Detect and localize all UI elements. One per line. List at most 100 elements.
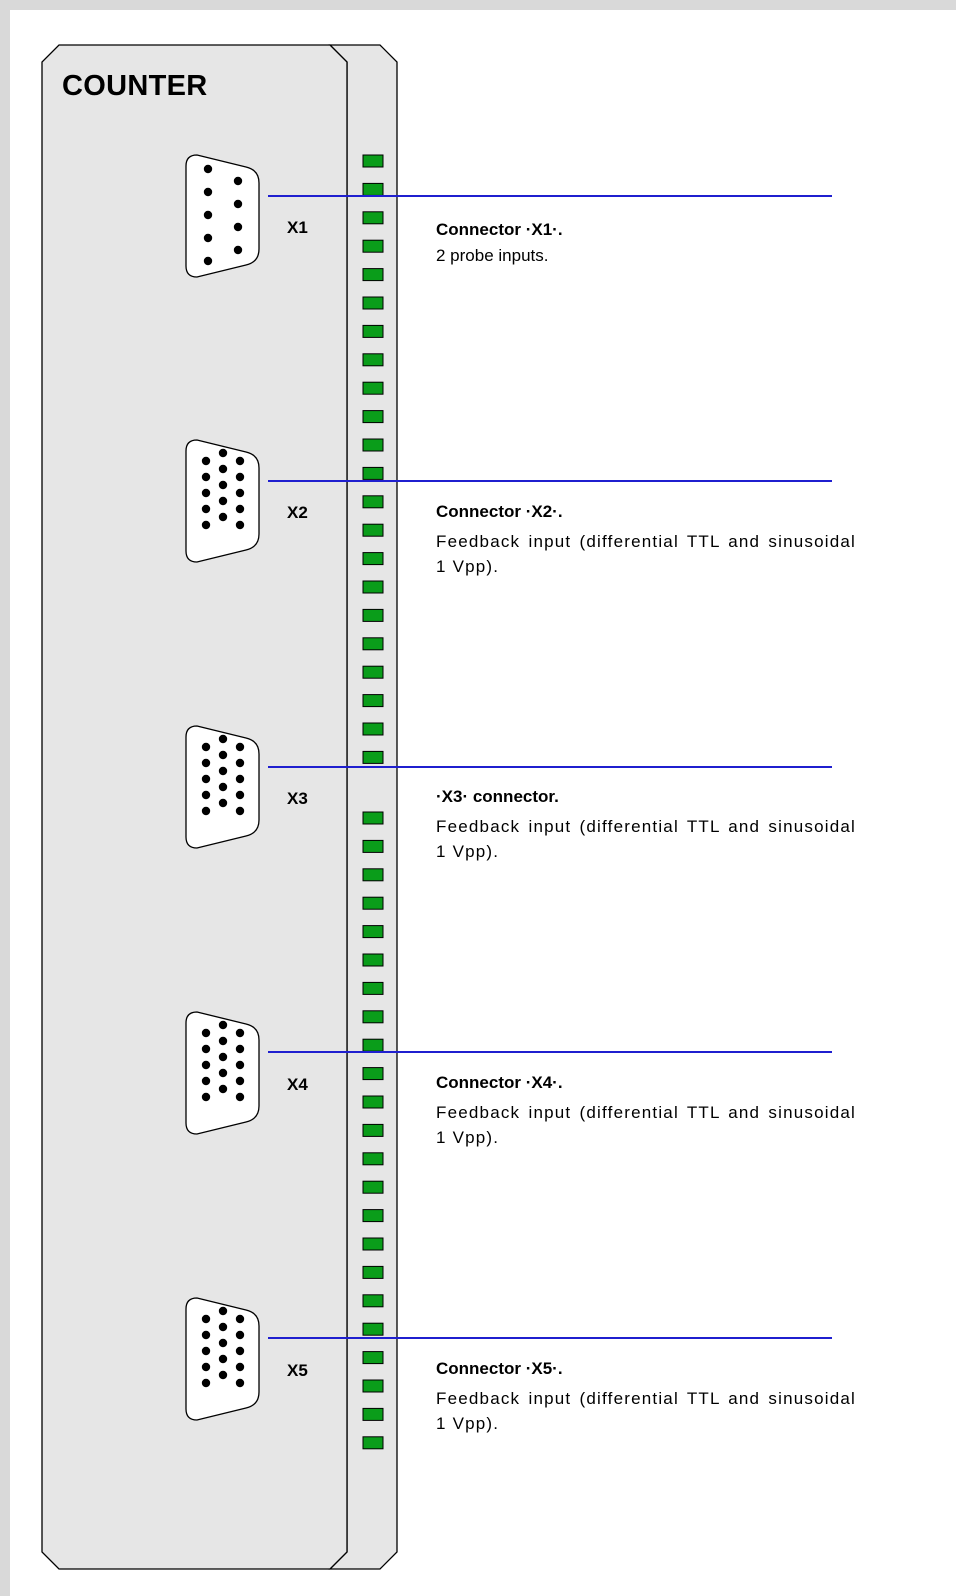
led-column <box>362 154 384 1450</box>
led-indicator <box>362 495 384 509</box>
connector-label-x3: X3 <box>287 789 308 808</box>
connector-pin <box>235 520 245 530</box>
connector-pin <box>201 1346 211 1356</box>
connector-pin <box>203 256 213 266</box>
connector-pin <box>201 1330 211 1340</box>
led-indicator <box>362 410 384 424</box>
connector-pin <box>203 187 213 197</box>
connector-pin <box>201 472 211 482</box>
connector-pin <box>201 1076 211 1086</box>
connector-x1 <box>185 154 260 278</box>
led-indicator <box>362 552 384 566</box>
connector-pin <box>201 1044 211 1054</box>
connector-pin <box>218 480 228 490</box>
connector-pin <box>201 1362 211 1372</box>
connector-description-x4: Connector ·X4·. Feedback input (differen… <box>436 1072 856 1150</box>
led-indicator <box>362 1436 384 1450</box>
connector-pin <box>235 1346 245 1356</box>
connector-text: Feedback input (differential TTL and sin… <box>436 532 856 576</box>
connector-pin <box>218 1322 228 1332</box>
connector-pin <box>235 1076 245 1086</box>
connector-pin <box>218 1068 228 1078</box>
connector-pin <box>235 1314 245 1324</box>
connector-label-x5: X5 <box>287 1361 308 1380</box>
led-indicator <box>362 981 384 995</box>
led-indicator <box>362 1322 384 1336</box>
led-indicator <box>362 353 384 367</box>
led-indicator <box>362 896 384 910</box>
led-indicator <box>362 438 384 452</box>
led-indicator <box>362 324 384 338</box>
connector-pin <box>201 1314 211 1324</box>
connector-pin <box>235 488 245 498</box>
connector-label-x4: X4 <box>287 1075 308 1094</box>
connector-pin <box>235 1362 245 1372</box>
connector-pin <box>201 1378 211 1388</box>
connector-pin <box>218 1036 228 1046</box>
connector-pin <box>233 222 243 232</box>
led-indicator <box>362 523 384 537</box>
led-indicator <box>362 1095 384 1109</box>
connector-pin <box>218 464 228 474</box>
module-title: COUNTER <box>62 70 208 102</box>
connector-pin <box>235 472 245 482</box>
led-indicator <box>362 239 384 253</box>
led-indicator <box>362 1180 384 1194</box>
connector-pin <box>201 456 211 466</box>
led-indicator <box>362 1123 384 1137</box>
led-indicator <box>362 925 384 939</box>
led-indicator <box>362 296 384 310</box>
connector-description-x2: Connector ·X2·. Feedback input (differen… <box>436 501 856 579</box>
connector-pin <box>218 734 228 744</box>
connector-pin <box>235 456 245 466</box>
connector-pin <box>218 798 228 808</box>
connector-pin <box>218 1306 228 1316</box>
connector-pin <box>201 1060 211 1070</box>
connector-pin <box>235 1044 245 1054</box>
connector-text: 2 probe inputs. <box>436 246 549 265</box>
connector-title: Connector ·X4·. <box>436 1073 563 1092</box>
led-indicator <box>362 1294 384 1308</box>
connector-pin <box>218 1052 228 1062</box>
connector-pin <box>218 1354 228 1364</box>
led-indicator <box>362 211 384 225</box>
led-indicator <box>362 608 384 622</box>
connector-text: Feedback input (differential TTL and sin… <box>436 1103 856 1147</box>
connector-pin <box>203 164 213 174</box>
led-indicator <box>362 1067 384 1081</box>
led-indicator <box>362 868 384 882</box>
connector-pin <box>218 1020 228 1030</box>
connector-text: Feedback input (differential TTL and sin… <box>436 817 856 861</box>
connector-title: Connector ·X2·. <box>436 502 563 521</box>
connector-pin <box>218 512 228 522</box>
connector-pin <box>201 1028 211 1038</box>
led-indicator <box>362 722 384 736</box>
connector-x2 <box>185 439 260 563</box>
led-indicator <box>362 694 384 708</box>
led-indicator <box>362 665 384 679</box>
connector-pin <box>235 1378 245 1388</box>
connector-description-x3: ·X3· connector. Feedback input (differen… <box>436 786 856 864</box>
connector-pin <box>201 488 211 498</box>
connector-title: Connector ·X1·. <box>436 220 563 239</box>
connector-pin <box>235 758 245 768</box>
connector-pin <box>201 520 211 530</box>
connector-pin <box>218 1370 228 1380</box>
led-indicator <box>362 1209 384 1223</box>
leader-lines <box>268 195 832 1339</box>
connector-pin <box>201 806 211 816</box>
led-indicator <box>362 750 384 764</box>
led-indicator <box>362 381 384 395</box>
connector-pin <box>201 504 211 514</box>
connector-pin <box>218 496 228 506</box>
connector-pin <box>218 448 228 458</box>
connector-pin <box>203 233 213 243</box>
connector-text: Feedback input (differential TTL and sin… <box>436 1389 856 1433</box>
connector-pin <box>218 1084 228 1094</box>
connector-description-x5: Connector ·X5·. Feedback input (differen… <box>436 1358 856 1436</box>
connector-x3 <box>185 725 260 849</box>
connector-pin <box>218 750 228 760</box>
led-indicator <box>362 1152 384 1166</box>
led-indicator <box>362 1237 384 1251</box>
